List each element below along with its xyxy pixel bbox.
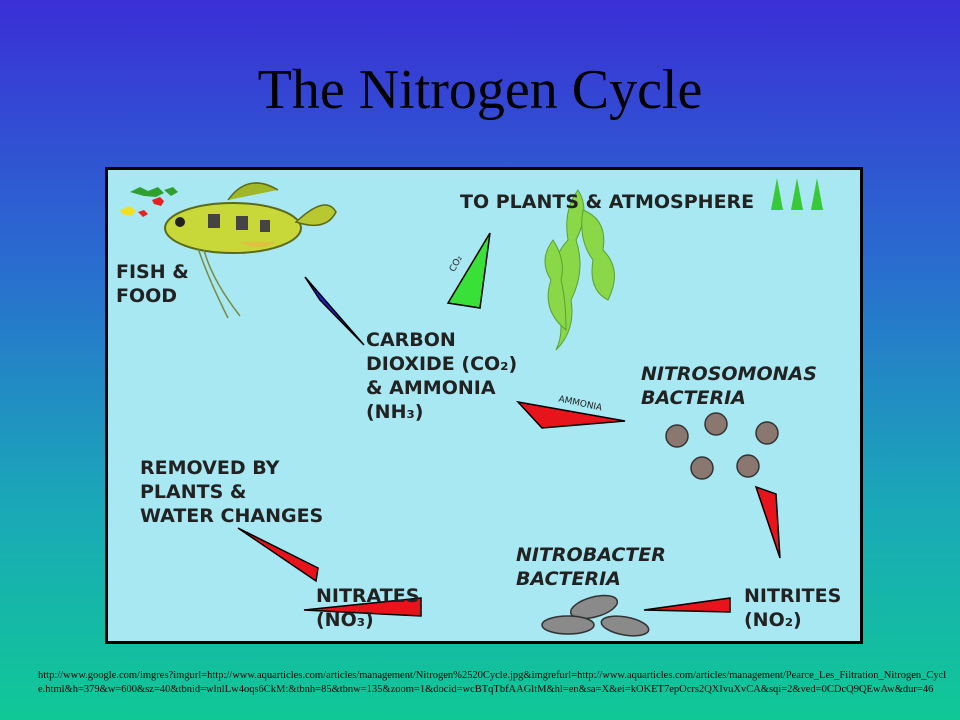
nitrosomonas-label: NITROSOMONAS BACTERIA bbox=[641, 363, 817, 409]
food-flakes-icon bbox=[120, 187, 178, 217]
grass-icon bbox=[771, 178, 783, 210]
source-url-text: http://www.google.com/imgres?imgurl=http… bbox=[38, 670, 947, 695]
diagram-graphics bbox=[120, 178, 823, 637]
removed-label: REMOVED BY PLANTS & WATER CHANGES bbox=[140, 457, 324, 527]
green-arrow-icon bbox=[446, 232, 491, 309]
red-arrow-icon bbox=[643, 597, 731, 613]
nitrates-label: NITRATES (NO₃) bbox=[316, 585, 420, 631]
fish-food-label: FISH & FOOD bbox=[116, 261, 189, 307]
grass-icon bbox=[791, 178, 803, 210]
nitrobacter-label: NITROBACTER BACTERIA bbox=[516, 544, 666, 590]
red-arrow-icon bbox=[237, 527, 319, 583]
fish-icon bbox=[164, 182, 337, 319]
red-arrow-icon bbox=[754, 485, 781, 559]
red-arrow-icon bbox=[303, 597, 422, 617]
red-arrow-icon bbox=[515, 400, 626, 429]
aquatic-plant-icon bbox=[544, 189, 615, 351]
nitrobacter-bacteria-icon bbox=[541, 594, 650, 637]
slide-title: The Nitrogen Cycle bbox=[257, 59, 703, 121]
blue-arrow-icon bbox=[304, 276, 365, 346]
grass-icon bbox=[811, 178, 823, 210]
nitrites-label: NITRITES (NO₂) bbox=[744, 585, 842, 631]
to-plants-atmosphere-label: TO PLANTS & ATMOSPHERE bbox=[460, 191, 755, 213]
nitrogen-cycle-diagram: TO PLANTS & ATMOSPHERE FISH & FOOD CARBO… bbox=[105, 167, 863, 644]
nitrosomonas-bacteria-icon bbox=[665, 412, 779, 480]
carbon-ammonia-label: CARBON DIOXIDE (CO₂) & AMMONIA (NH₃) bbox=[366, 329, 518, 423]
